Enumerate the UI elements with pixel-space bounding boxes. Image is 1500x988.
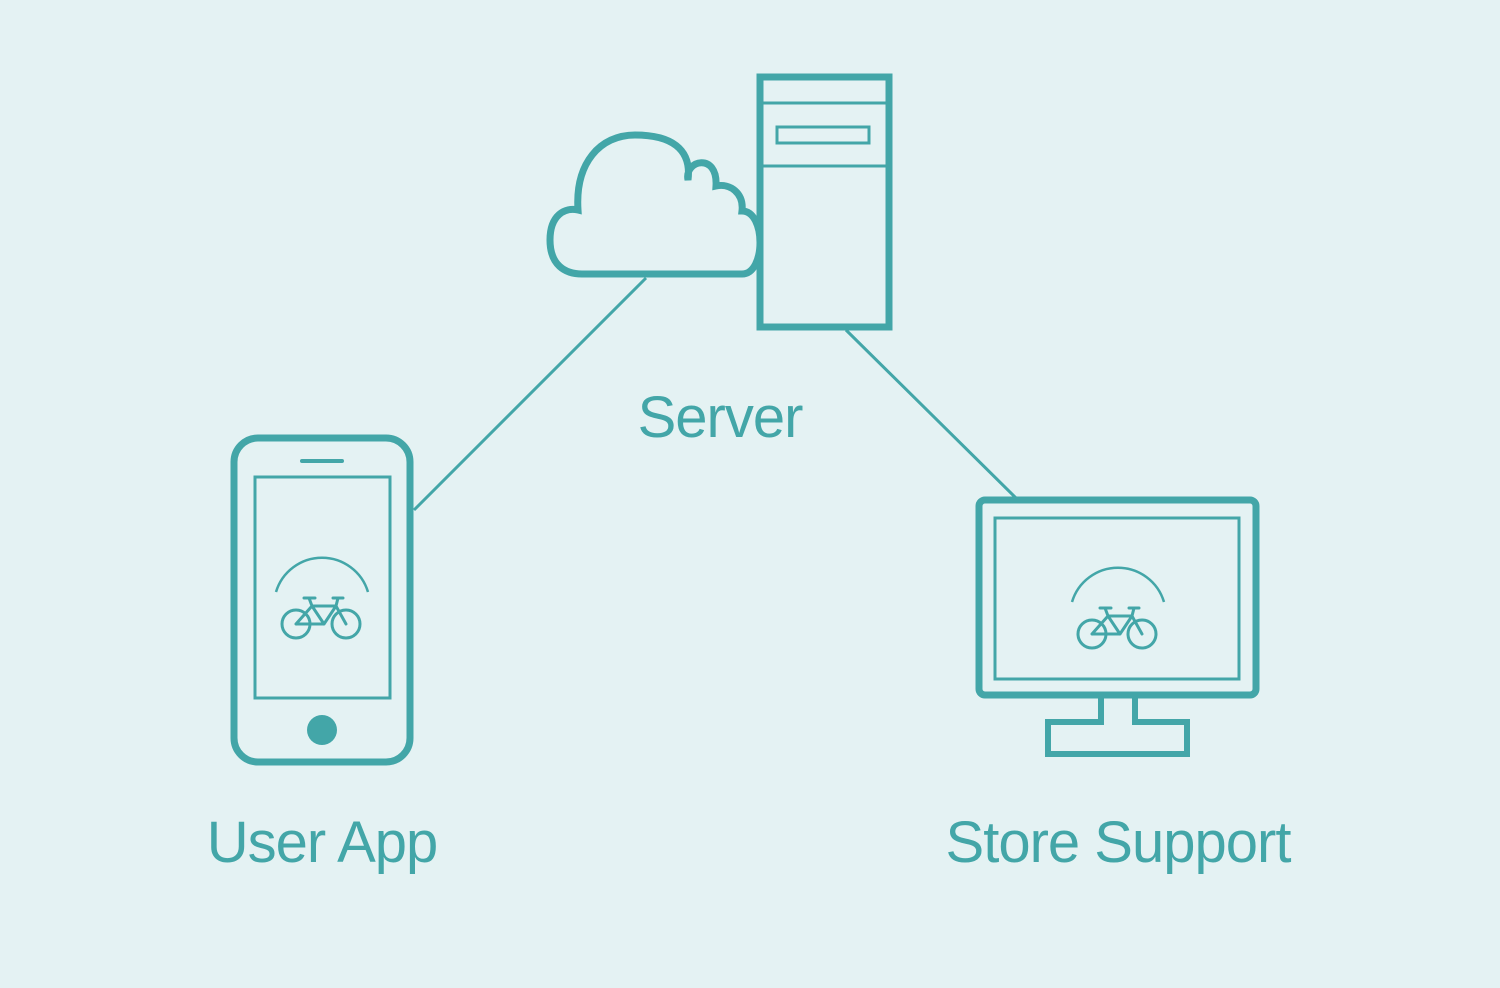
bicycle-icon xyxy=(274,556,370,640)
monitor-icon xyxy=(975,496,1260,757)
user-app-label: User App xyxy=(207,810,438,875)
cloud-icon xyxy=(546,131,764,278)
smartphone-icon xyxy=(230,434,414,766)
store-support-label: Store Support xyxy=(946,810,1292,875)
bicycle-icon xyxy=(1070,566,1166,650)
connection-line-server-store xyxy=(844,328,1018,500)
connection-line-user-server xyxy=(412,276,648,512)
server-label: Server xyxy=(638,385,804,450)
server-tower-icon xyxy=(756,73,893,331)
